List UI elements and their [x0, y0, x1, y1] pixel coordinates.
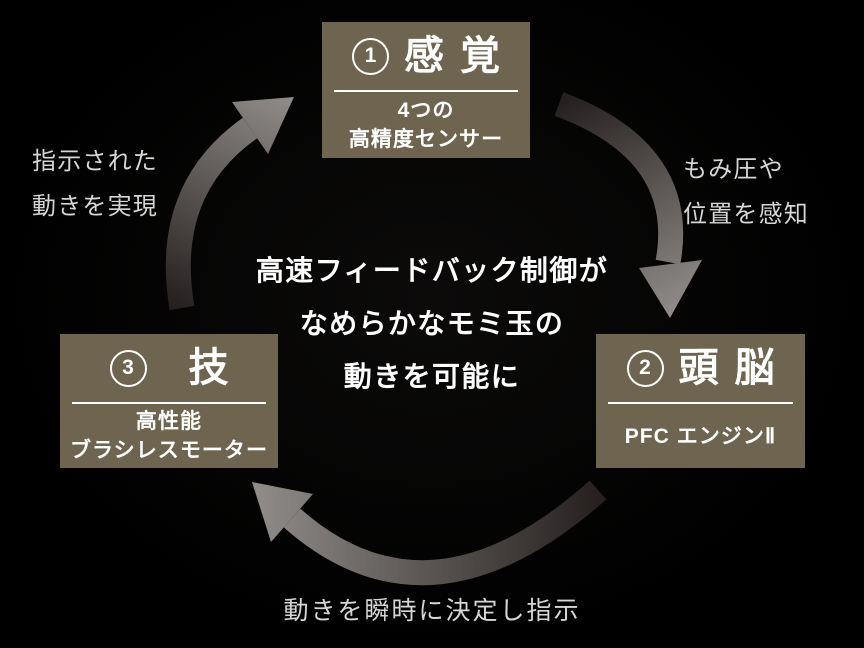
node-brain-subtitle: PFC エンジンⅡ [596, 404, 805, 468]
node-motor-title: 技 [188, 346, 245, 390]
arrow-brain-to-motor-icon [252, 480, 607, 586]
arrowhead-down-icon [639, 260, 702, 318]
node-brain-title: 頭脳 [678, 346, 791, 390]
node-motor-sub-line1: 高性能 [135, 410, 203, 433]
edge-label-left-line1: 指示された [32, 148, 158, 175]
center-message-line2: なめらかなモミ玉の [299, 308, 565, 339]
node-sensing-header: 1 感覚 [322, 22, 530, 90]
node-motor-sub-line2: ブラシレスモーター [69, 439, 269, 462]
edge-label-left-line2: 動きを実現 [32, 193, 158, 220]
arrow-motor-to-sensing-icon [165, 97, 294, 311]
node-sensing: 1 感覚 4つの 高精度センサー [322, 22, 530, 158]
arrow-sensing-to-brain-icon [554, 92, 702, 318]
node-brain-header: 2 頭脳 [596, 334, 805, 402]
edge-label-bottom: 動きを瞬時に決定し指示 [283, 597, 581, 625]
node-motor: 3 技 高性能 ブラシレスモーター [60, 334, 278, 468]
circled-number-2-icon: 2 [626, 349, 664, 387]
edge-label-right-line2: 位置を感知 [683, 201, 809, 228]
node-sensing-subtitle: 4つの 高精度センサー [322, 92, 530, 158]
divider-line [608, 402, 793, 404]
center-message: 高速フィードバック制御が なめらかなモミ玉の 動きを可能に [0, 244, 864, 403]
node-brain-sub-line1: PFC エンジンⅡ [624, 424, 777, 448]
node-motor-header: 3 技 [60, 334, 278, 402]
node-motor-subtitle: 高性能 ブラシレスモーター [60, 404, 278, 468]
edge-label-left: 指示された 動きを実現 [32, 139, 158, 229]
center-message-line1: 高速フィードバック制御が [255, 255, 609, 286]
circled-number-3-icon: 3 [109, 349, 147, 387]
divider-line [334, 90, 518, 92]
circled-number-1-icon: 1 [352, 37, 389, 75]
node-brain: 2 頭脳 PFC エンジンⅡ [596, 334, 805, 468]
node-sensing-sub-line2: 高精度センサー [348, 128, 504, 151]
edge-label-right-line1: もみ圧や [683, 156, 784, 183]
arrowhead-left-icon [252, 482, 313, 542]
arrowhead-up-icon [232, 97, 294, 154]
divider-line [72, 402, 266, 404]
center-message-line3: 動きを可能に [343, 361, 521, 392]
node-sensing-sub-line1: 4つの [397, 99, 455, 122]
edge-label-right: もみ圧や 位置を感知 [683, 147, 809, 237]
node-sensing-title: 感覚 [404, 34, 516, 78]
